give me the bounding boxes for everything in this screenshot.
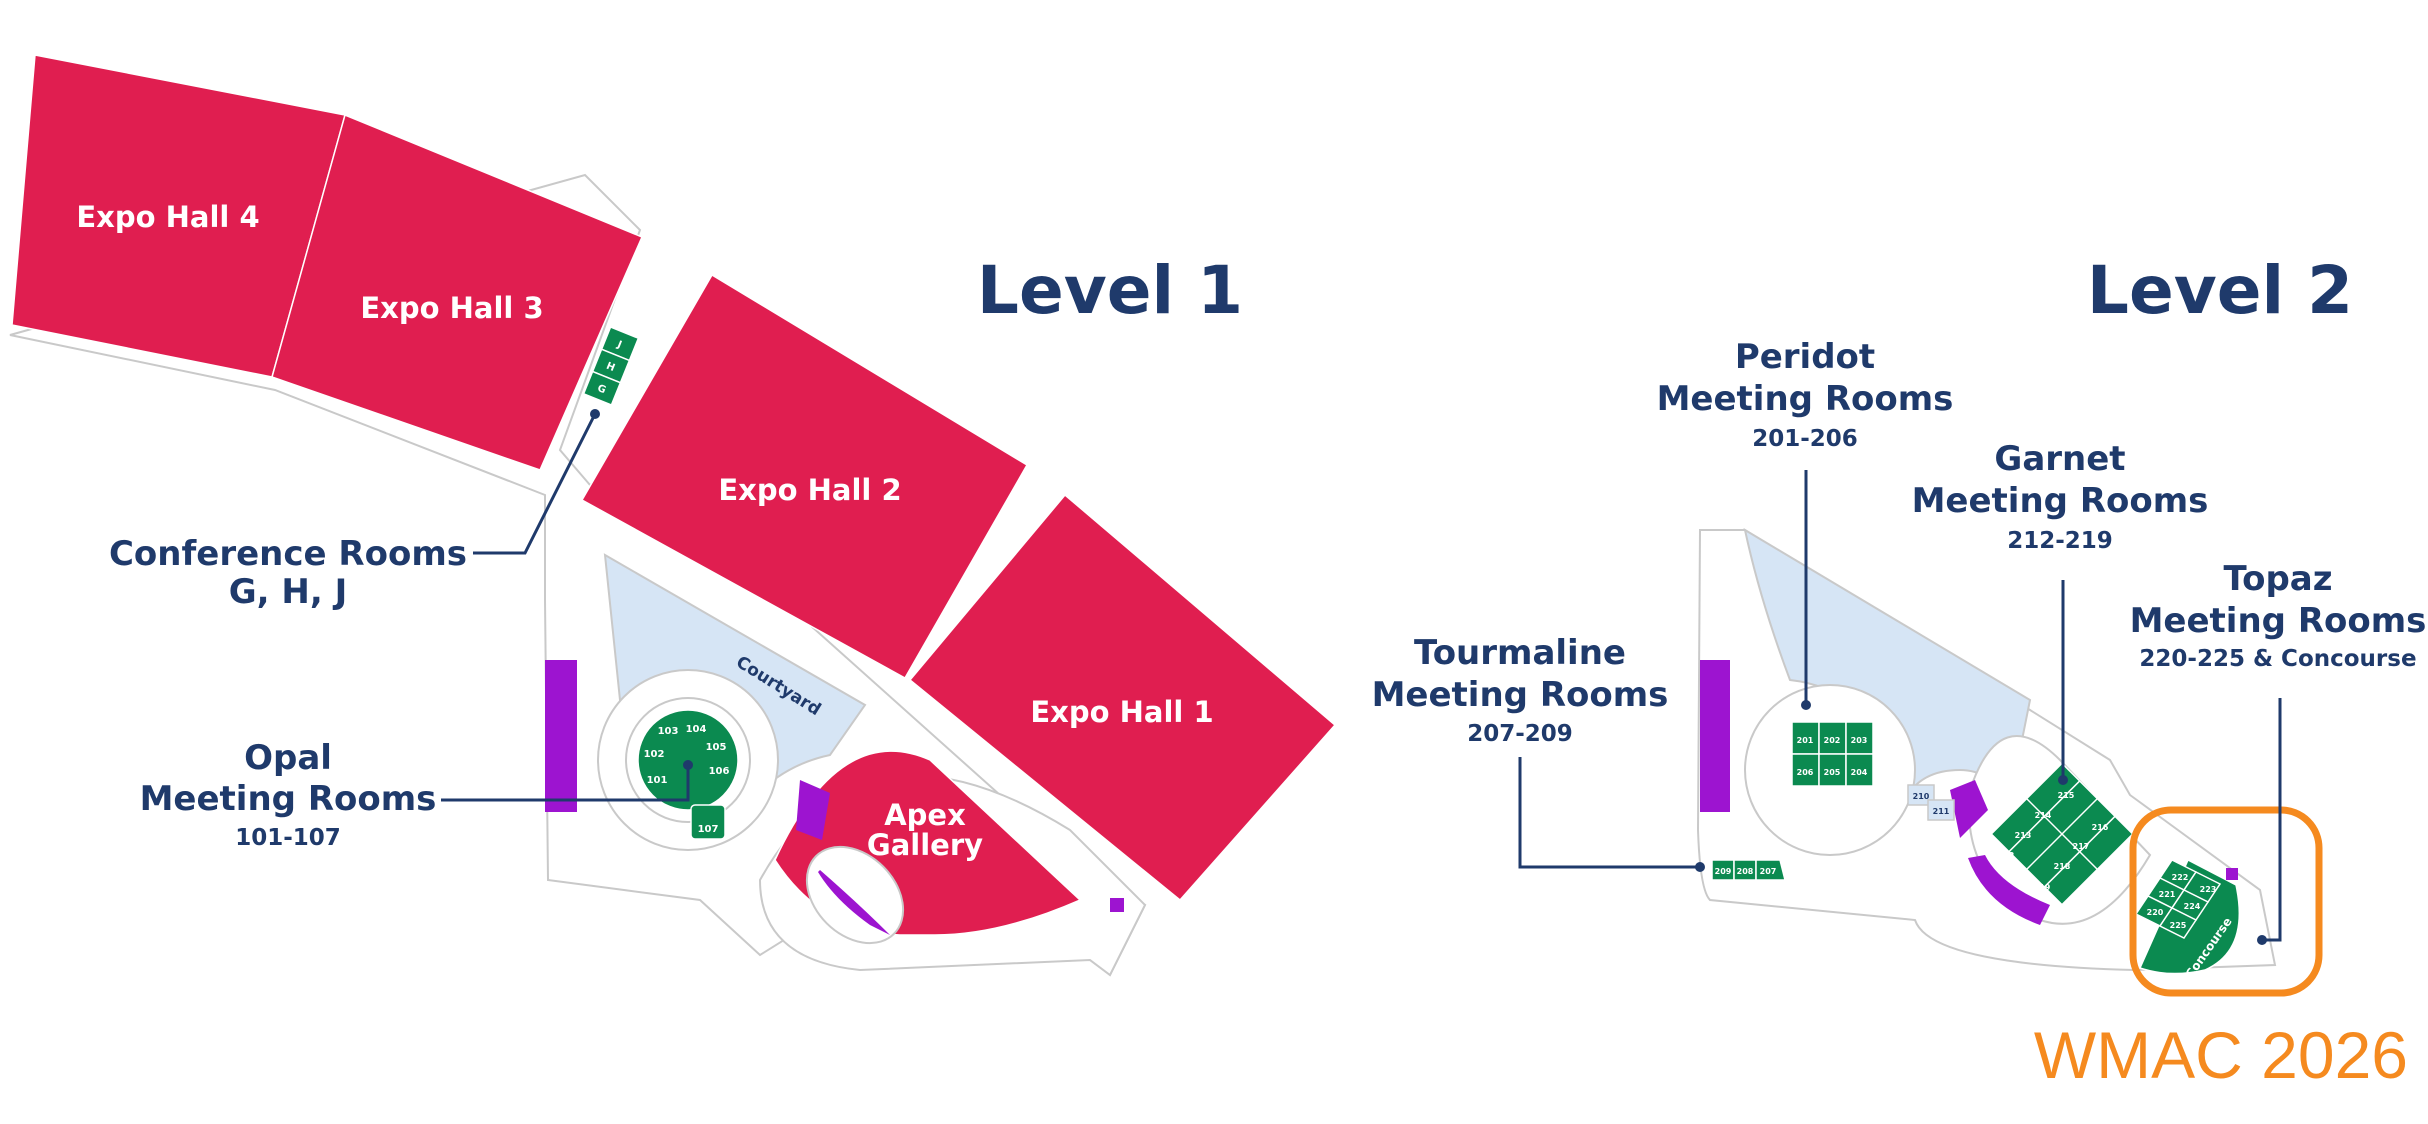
peridot-room-201-label: 201 (1797, 736, 1814, 745)
expo-hall-1[interactable] (908, 493, 1337, 902)
tourmaline-room-207-label: 207 (1760, 867, 1777, 876)
opal-room-102: 102 (644, 749, 665, 760)
opal-label-line1: Opal (244, 738, 332, 778)
opal-label-range: 101-107 (235, 825, 341, 851)
apex-gallery-purple-area (818, 870, 890, 935)
level-2-title: Level 2 (2087, 252, 2353, 329)
conference-rooms-leader (473, 413, 597, 555)
expo-hall-3[interactable] (271, 113, 643, 471)
topaz-purple-area (2226, 868, 2238, 880)
conference-rooms-label: Conference Rooms (109, 534, 467, 574)
peridot-label-line1: Peridot (1735, 337, 1875, 377)
expo-hall-2-label: Expo Hall 2 (718, 473, 901, 507)
tourmaline-leader (1518, 757, 1700, 869)
garnet-room-214: 214 (2035, 811, 2052, 820)
opal-room-107: 107 (698, 824, 719, 835)
peridot-label-range: 201-206 (1752, 426, 1858, 452)
expo-hall-1-label: Expo Hall 1 (1030, 695, 1213, 729)
garnet-room-212: 212 (1998, 851, 2015, 860)
topaz-label-range: 220-225 & Concourse (2139, 646, 2416, 672)
room-210-label: 210 (1913, 792, 1930, 801)
level-1-purple-area-gallery (796, 780, 830, 840)
tourmaline-label-line1: Tourmaline (1414, 633, 1626, 673)
topaz-room-220-label: 220 (2147, 908, 2164, 917)
opal-room-106: 106 (709, 766, 730, 777)
conference-room-j-label: J (615, 339, 624, 351)
garnet-room-219: 219 (2034, 883, 2051, 892)
opal-pointer (683, 760, 693, 770)
peridot-label-line2: Meeting Rooms (1657, 379, 1954, 419)
opal-room-104: 104 (686, 724, 707, 735)
peridot-room-202-label: 202 (1824, 736, 1841, 745)
topaz-leader (2262, 698, 2282, 942)
topaz-room-225-label: 225 (2170, 921, 2187, 930)
expo-hall-4-label: Expo Hall 4 (76, 200, 259, 234)
garnet-pointer (2058, 775, 2068, 785)
expo-hall-3-label: Expo Hall 3 (360, 291, 543, 325)
opal-room-107-block[interactable] (690, 804, 726, 840)
peridot-room-205-label: 205 (1824, 768, 1841, 777)
level-2-purple-area-west (1700, 660, 1730, 812)
opal-label-line2: Meeting Rooms (140, 779, 437, 819)
wmac-2026-watermark: WMAC 2026 (2034, 1018, 2408, 1092)
conference-room-g-label: G (596, 383, 608, 396)
conference-rooms-ghj[interactable]: J H G (582, 326, 640, 406)
garnet-rooms[interactable] (1990, 762, 2134, 906)
peridot-room-204-label: 204 (1851, 768, 1868, 777)
tourmaline-room-208-label: 208 (1737, 867, 1754, 876)
peridot-room-203-label: 203 (1851, 736, 1868, 745)
topaz-rooms[interactable] (2134, 859, 2222, 939)
room-211[interactable] (1927, 799, 1955, 821)
topaz-room-225[interactable] (2158, 907, 2198, 939)
topaz-pointer (2257, 935, 2267, 945)
level-2-purple-area-garnet (1968, 855, 2050, 925)
topaz-room-222-label: 222 (2172, 873, 2189, 882)
peridot-room-204[interactable] (1845, 753, 1874, 787)
level-1-title: Level 1 (977, 252, 1243, 329)
apex-gallery-atrium (805, 845, 905, 945)
expo-hall-2[interactable] (580, 273, 1029, 680)
garnet-label-line2: Meeting Rooms (1912, 481, 2209, 521)
topaz-room-224-label: 224 (2184, 902, 2201, 911)
conference-rooms-letters: G, H, J (229, 572, 348, 612)
conference-room-g[interactable] (582, 370, 622, 406)
opal-room-105: 105 (706, 742, 727, 753)
tourmaline-label-line2: Meeting Rooms (1372, 675, 1669, 715)
tourmaline-room-207[interactable] (1755, 859, 1786, 881)
topaz-room-223-label: 223 (2200, 885, 2217, 894)
level-1-purple-area-east (1110, 898, 1124, 912)
highlight-box (2129, 806, 2323, 997)
peridot-pointer (1801, 700, 1811, 710)
conference-rooms-pointer (590, 409, 600, 419)
topaz-label-line2: Meeting Rooms (2130, 601, 2427, 641)
level-2-map: 201 202 203 206 205 204 210 211 215 214 … (1372, 252, 2427, 997)
tourmaline-label-range: 207-209 (1467, 721, 1573, 747)
tourmaline-room-209-label: 209 (1715, 867, 1732, 876)
peridot-room-203[interactable] (1845, 721, 1874, 755)
apex-gallery-label-line2: Gallery (867, 828, 983, 862)
garnet-room-213: 213 (2015, 831, 2032, 840)
tourmaline-pointer (1695, 862, 1705, 872)
topaz-label-line1: Topaz (2223, 559, 2332, 599)
level-1-map: J H G 103 104 102 105 101 106 107 Expo H… (9, 54, 1337, 977)
opal-room-101: 101 (647, 775, 668, 786)
garnet-label-range: 212-219 (2007, 528, 2113, 554)
peridot-room-206-label: 206 (1797, 768, 1814, 777)
garnet-room-217: 217 (2073, 842, 2090, 851)
peridot-room-201[interactable] (1791, 721, 1820, 755)
garnet-room-216: 216 (2092, 823, 2109, 832)
topaz-room-221-label: 221 (2159, 890, 2176, 899)
conference-room-h-label: H (604, 361, 616, 374)
opal-leader (441, 765, 690, 802)
level-2-purple-area-center (1950, 780, 1988, 838)
peridot-rooms[interactable]: 201 202 203 206 205 204 (1791, 721, 1874, 787)
room-211-label: 211 (1933, 807, 1950, 816)
opal-room-103: 103 (658, 726, 679, 737)
garnet-room-218: 218 (2054, 862, 2071, 871)
garnet-room-215: 215 (2058, 791, 2075, 800)
apex-gallery-label-line1: Apex (884, 798, 966, 832)
level-1-purple-area-west (545, 660, 577, 812)
garnet-label-line1: Garnet (1994, 439, 2125, 479)
